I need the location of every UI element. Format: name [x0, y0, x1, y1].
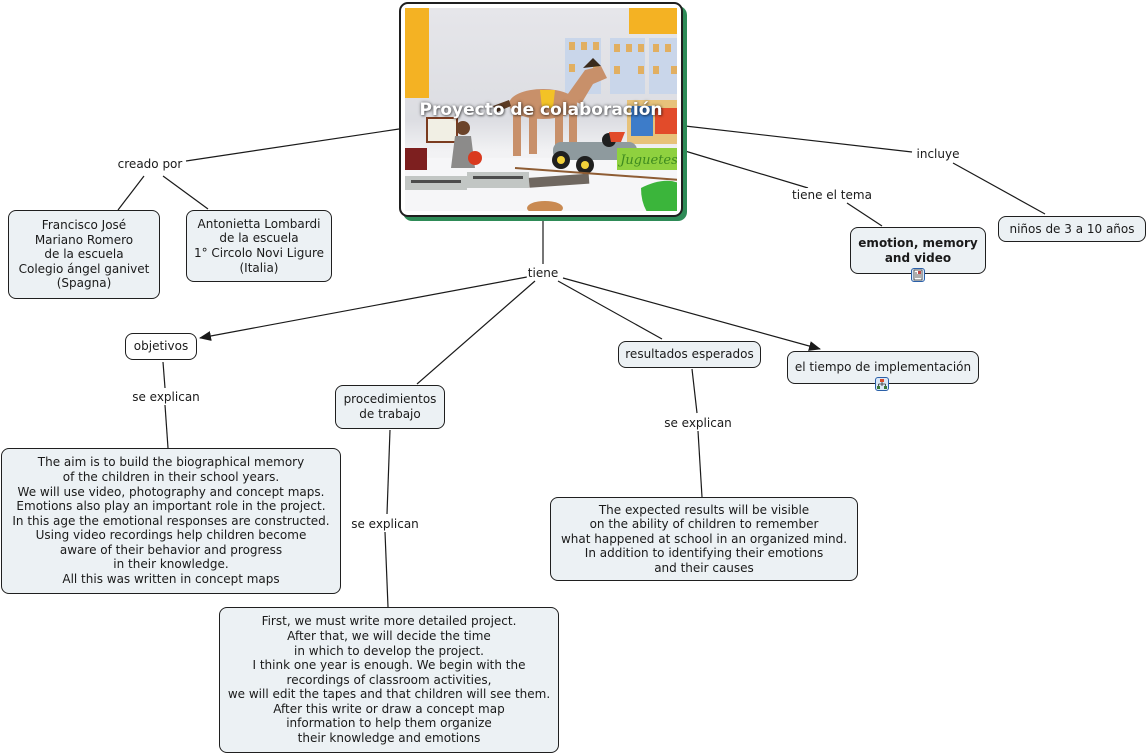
- edge-main-tiene-el-tema: [684, 150, 809, 189]
- toys-photo-illustration: Juguetes: [405, 8, 677, 211]
- edge-tiene-objetivos: [199, 276, 528, 341]
- concept-objetivos-text[interactable]: The aim is to build the biographical mem…: [1, 448, 341, 594]
- concept-procedimientos-text[interactable]: First, we must write more detailed proje…: [219, 607, 559, 753]
- edge-se-explican-resultados-text: [697, 430, 703, 498]
- linking-phrase-creado-por[interactable]: creado por: [116, 157, 184, 171]
- edge-resultados-se-explican: [691, 368, 698, 414]
- edge-main-creado-por: [185, 128, 400, 162]
- juguetes-sign-text: Juguetes: [617, 153, 677, 168]
- concept-objetivos[interactable]: objetivos: [125, 333, 197, 360]
- concept-author-antonietta[interactable]: Antonietta Lombardi de la escuela 1° Cir…: [186, 210, 332, 282]
- main-concept-title: Proyecto de colaboración: [419, 100, 663, 120]
- concept-map-icon[interactable]: [875, 377, 889, 391]
- edge-tiene-resultados: [557, 280, 663, 340]
- concept-resultados[interactable]: resultados esperados: [618, 341, 761, 368]
- linking-phrase-incluye[interactable]: incluye: [915, 147, 961, 161]
- linking-phrase-se-explican-objetivos[interactable]: se explican: [131, 390, 201, 404]
- linking-phrase-tiene[interactable]: tiene: [526, 266, 560, 280]
- edge-incluye-ages: [952, 162, 1046, 215]
- toys-photo: Juguetes: [405, 8, 677, 211]
- edge-se-explican-procedimientos-text: [384, 531, 389, 608]
- linking-phrase-se-explican-resultados[interactable]: se explican: [663, 416, 733, 430]
- edge-creado-por-author2: [162, 175, 209, 210]
- edge-creado-por-author1: [117, 175, 145, 211]
- edge-se-explican-objetivos-text: [164, 404, 169, 449]
- concept-ages[interactable]: niños de 3 a 10 años: [998, 216, 1146, 242]
- main-concept-node[interactable]: Juguetes: [399, 2, 687, 221]
- linking-phrase-se-explican-procedimientos[interactable]: se explican: [350, 517, 420, 531]
- edge-tiene-procedimientos: [416, 280, 536, 385]
- edge-main-incluye: [684, 125, 913, 153]
- main-node-frame: Juguetes: [399, 2, 683, 217]
- edge-tiene-el-tema-theme: [846, 202, 883, 227]
- concept-theme[interactable]: emotion, memory and video: [850, 227, 986, 274]
- concept-author-francisco[interactable]: Francisco José Mariano Romero de la escu…: [8, 210, 160, 299]
- linking-phrase-tiene-el-tema[interactable]: tiene el tema: [791, 188, 873, 202]
- edge-procedimientos-se-explican: [386, 429, 391, 515]
- concept-resultados-text[interactable]: The expected results will be visible on …: [550, 497, 858, 581]
- edge-objetivos-se-explican: [162, 361, 166, 389]
- edge-tiene-tiempo: [562, 277, 821, 351]
- document-image-icon[interactable]: [911, 268, 925, 282]
- concept-procedimientos[interactable]: procedimientos de trabajo: [335, 385, 445, 429]
